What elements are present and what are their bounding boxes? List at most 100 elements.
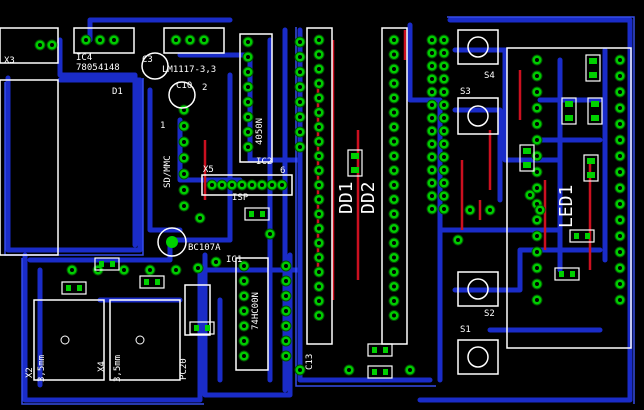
pad-hole — [392, 270, 396, 274]
label-pin2: 2 — [202, 83, 207, 93]
pad-hole — [317, 197, 321, 202]
label-isp-pin6: 6 — [280, 166, 285, 176]
pad-hole — [392, 183, 396, 187]
pad-hole — [317, 110, 321, 115]
pad-hole — [38, 43, 42, 47]
pad-hole — [182, 156, 186, 160]
pad-hole — [392, 110, 396, 115]
pad-hole — [618, 186, 622, 190]
pad-hole — [538, 208, 542, 212]
pad-hole — [250, 183, 254, 187]
pad-hole — [317, 241, 321, 245]
pad-hole — [442, 77, 446, 81]
pad-hole — [182, 124, 186, 128]
pad-hole — [392, 96, 396, 100]
pad-hole — [317, 284, 321, 289]
pad-hole — [122, 268, 126, 272]
pad-hole — [535, 154, 539, 158]
pad-hole — [246, 85, 250, 89]
label-x4: X4 — [97, 361, 107, 372]
pad-hole — [317, 226, 321, 231]
pad-hole — [268, 232, 272, 236]
pad-hole — [430, 155, 434, 159]
pad-hole — [430, 77, 434, 81]
pad-hole — [442, 207, 446, 211]
pad-hole — [246, 130, 250, 134]
label-x5: X5 — [203, 165, 214, 175]
pad-hole — [317, 67, 321, 71]
pad-hole — [442, 194, 446, 198]
pad-hole — [618, 234, 622, 238]
pad-hole — [284, 264, 288, 268]
pad-hole — [198, 216, 202, 220]
pad-hole — [242, 294, 246, 298]
pad-hole — [392, 38, 396, 42]
pad-hole — [442, 103, 446, 107]
pad-hole — [317, 183, 321, 187]
pad-hole — [535, 298, 539, 302]
pad-hole — [260, 183, 264, 187]
pad-hole — [442, 90, 446, 94]
pad-hole — [220, 183, 224, 187]
label-dd1: DD1 — [336, 181, 357, 214]
pad-hole — [242, 354, 246, 358]
pad-hole — [280, 183, 284, 187]
pad-hole — [442, 181, 446, 185]
label-bc107: BC107A — [188, 243, 221, 253]
pad-hole — [284, 324, 288, 328]
pad-hole — [298, 70, 302, 74]
pad-hole — [392, 241, 396, 245]
pad-hole — [246, 145, 250, 149]
label-ic4-value: 7805 — [76, 63, 98, 73]
pad-hole — [188, 38, 192, 42]
pad-hole — [430, 116, 434, 120]
pad-hole — [430, 64, 434, 68]
pad-hole — [392, 284, 396, 289]
pad-hole — [246, 55, 250, 59]
pad-hole — [182, 204, 186, 208]
pad-hole — [618, 298, 622, 302]
label-d-value: 4148 — [98, 63, 120, 73]
label-c10: C10 — [176, 81, 192, 91]
pad-hole — [392, 52, 396, 57]
pad-hole — [284, 279, 288, 283]
pad-hole — [317, 270, 321, 274]
pad-hole — [392, 154, 396, 158]
pad-hole — [618, 74, 622, 78]
pad-hole — [468, 208, 472, 212]
pad-hole — [270, 183, 274, 187]
pad-hole — [298, 130, 302, 134]
pad-hole — [242, 264, 246, 268]
pad-hole — [392, 67, 396, 71]
label-ic4: IC4 — [76, 53, 92, 63]
pad-hole — [618, 122, 622, 126]
label-sdmmc: SD/MMC — [163, 155, 173, 188]
pad-hole — [112, 38, 116, 42]
pad-hole — [392, 226, 396, 231]
pad-hole — [618, 154, 622, 158]
label-c13: C13 — [305, 354, 315, 370]
pad-hole — [618, 170, 622, 174]
pad-hole — [182, 188, 186, 192]
label-x3: X3 — [4, 56, 15, 66]
label-isp: ISP — [232, 193, 249, 203]
pad-hole — [317, 38, 321, 42]
pad-hole — [430, 168, 434, 172]
pad-hole — [618, 250, 622, 254]
pad-hole — [246, 70, 250, 74]
pad-hole — [317, 52, 321, 57]
pad-hole — [317, 168, 321, 173]
pad-hole — [618, 282, 622, 286]
pad-hole — [246, 115, 250, 119]
pad-hole — [317, 139, 321, 144]
pad-hole — [246, 40, 250, 44]
label-ic2-value: 4050N — [255, 118, 265, 145]
pad-hole — [298, 115, 302, 119]
pad-hole — [392, 299, 396, 303]
pad-hole — [442, 64, 446, 68]
pad-hole — [284, 339, 288, 343]
label-ic1-value: 74HC00N — [251, 292, 261, 330]
pad-hole — [442, 129, 446, 133]
label-s1: S1 — [460, 325, 471, 335]
